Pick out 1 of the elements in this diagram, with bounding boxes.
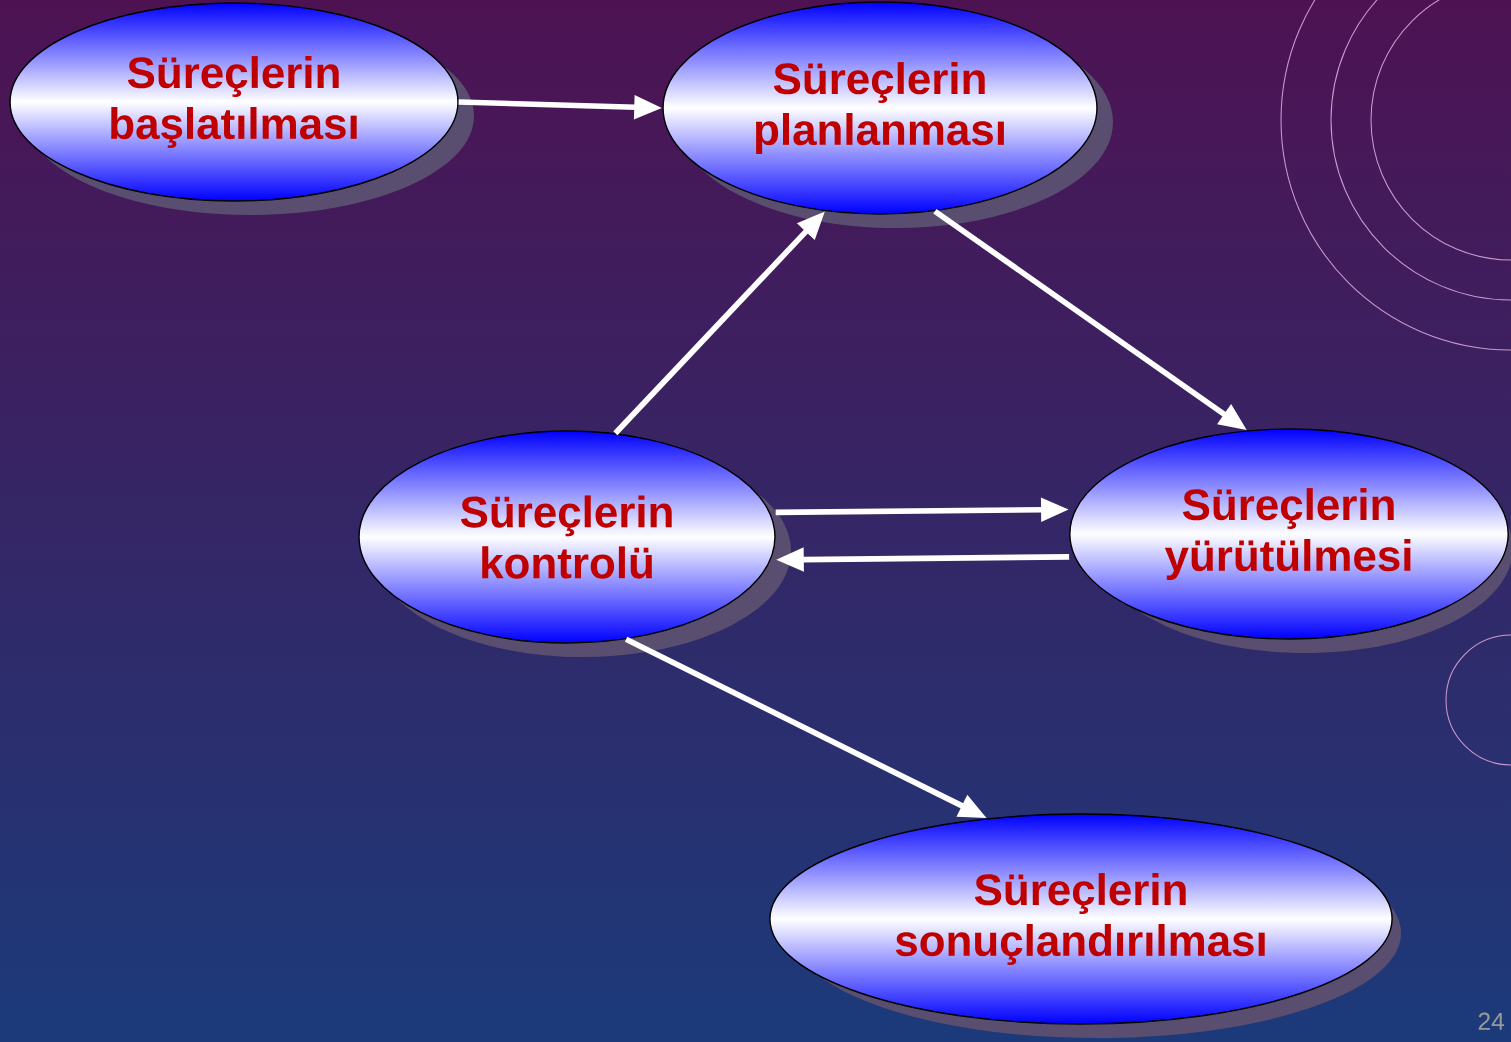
page-number: 24	[1478, 1012, 1505, 1030]
